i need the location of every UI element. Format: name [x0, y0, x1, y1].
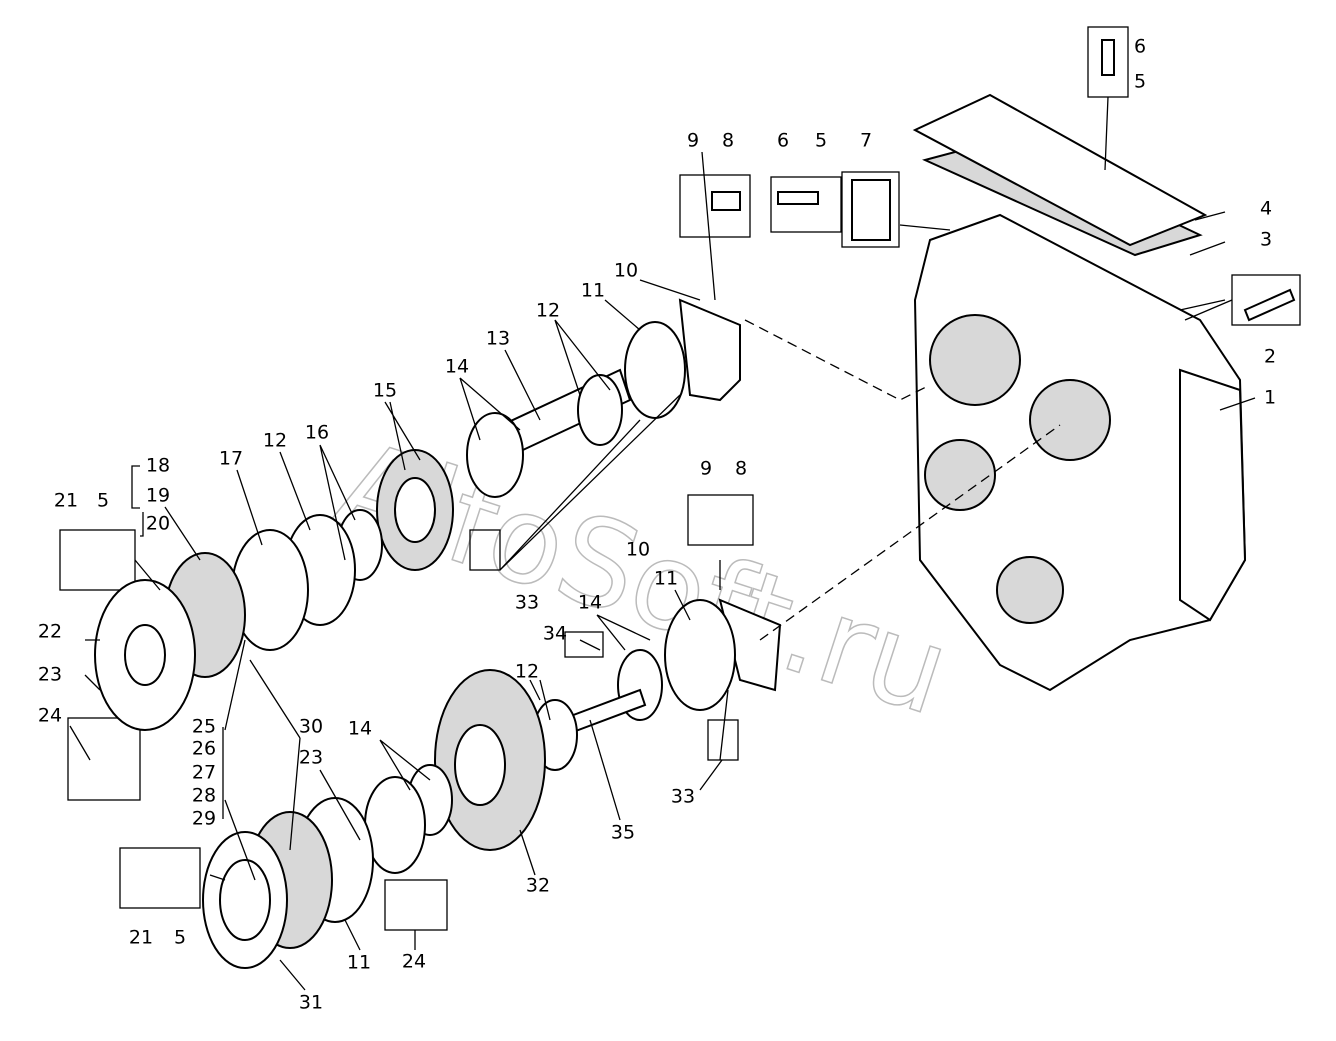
lower-shaft-assembly [202, 598, 782, 969]
callout: 28 [192, 785, 216, 807]
callout: 10 [614, 260, 638, 282]
callout: 29 [192, 808, 216, 830]
callout: 16 [305, 422, 329, 444]
callout: 20 [146, 513, 170, 535]
callout: 3 [1260, 229, 1272, 251]
callout: 14 [445, 356, 469, 378]
callout: 6 [1134, 36, 1146, 58]
top-cover-plate [912, 93, 1208, 247]
callout: 27 [192, 762, 216, 784]
callout: 14 [348, 718, 372, 740]
callout: 2 [1264, 346, 1276, 368]
callout: 8 [735, 458, 747, 480]
callout: 12 [536, 300, 560, 322]
callout: 24 [38, 705, 62, 727]
callout: 22 [38, 621, 62, 643]
callout: 1 [1264, 387, 1276, 409]
callout: 21 [54, 490, 78, 512]
leader-lines [69, 96, 1256, 991]
assembly-line-lower [759, 424, 1061, 641]
callout: 23 [38, 664, 62, 686]
callout: 32 [526, 875, 550, 897]
callout: 34 [543, 623, 567, 645]
callout: 5 [97, 490, 109, 512]
callout: 5 [815, 130, 827, 152]
callout-labels: 6 5 9 8 6 5 7 4 3 10 11 12 2 13 1 14 15 … [38, 36, 1276, 1014]
callout: 5 [1134, 71, 1146, 93]
callout: 19 [146, 485, 170, 507]
callout: 5 [174, 927, 186, 949]
callout: 8 [722, 130, 734, 152]
callout: 6 [777, 130, 789, 152]
callout: 7 [860, 130, 872, 152]
callout: 23 [299, 747, 323, 769]
callout: 13 [486, 328, 510, 350]
gearbox-housing [913, 213, 1247, 692]
callout: 11 [347, 952, 371, 974]
callout: 14 [578, 592, 602, 614]
callout: 30 [299, 716, 323, 738]
stud-icon [1243, 288, 1296, 322]
callout: 15 [373, 380, 397, 402]
bolt-icon [1101, 39, 1115, 76]
callout: 9 [687, 130, 699, 152]
callout: 4 [1260, 198, 1272, 220]
callout: 12 [263, 430, 287, 452]
callout: 31 [299, 992, 323, 1014]
callout: 11 [581, 280, 605, 302]
callout: 9 [700, 458, 712, 480]
callout: 11 [654, 568, 678, 590]
callout: 10 [626, 539, 650, 561]
callout: 17 [219, 448, 243, 470]
callout: 21 [129, 927, 153, 949]
callout: 25 [192, 716, 216, 738]
callout: 24 [402, 951, 426, 973]
assembly-line-upper [744, 319, 931, 401]
callout: 18 [146, 455, 170, 477]
callout: 26 [192, 738, 216, 760]
callout: 35 [611, 822, 635, 844]
callout: 33 [515, 592, 539, 614]
callout: 33 [671, 786, 695, 808]
upper-shaft-assembly [94, 298, 741, 731]
callout: 12 [515, 661, 539, 683]
